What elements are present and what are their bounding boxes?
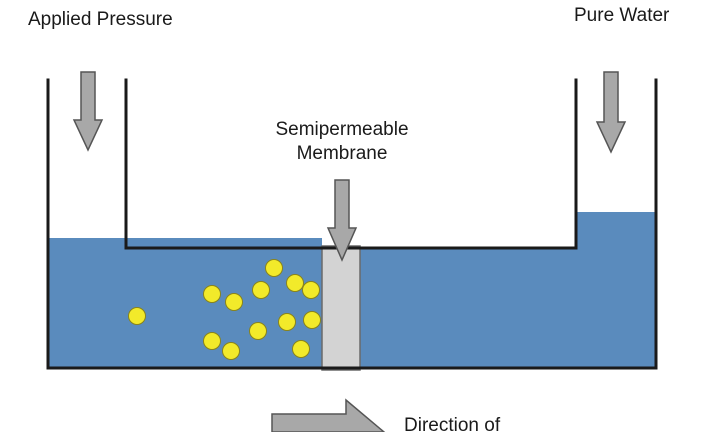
solute-particle (249, 322, 267, 340)
solute-particle (265, 259, 283, 277)
solute-particle (222, 342, 240, 360)
membrane-label-line2: Membrane (296, 143, 388, 164)
semipermeable-membrane (321, 245, 361, 371)
solute-particle (203, 332, 221, 350)
solute-particle (303, 311, 321, 329)
membrane-label: Semipermeable Membrane (262, 118, 422, 166)
solute-particle (286, 274, 304, 292)
pure-water-label: Pure Water (574, 5, 670, 26)
solute-particle (252, 281, 270, 299)
tank-outline (46, 78, 658, 370)
applied-pressure-arrow (72, 71, 104, 152)
applied-pressure-label: Applied Pressure (28, 9, 173, 30)
solute-particles (128, 259, 321, 360)
solute-particle (203, 285, 221, 303)
solute-particle (128, 307, 146, 325)
flow-direction-label: Direction of (404, 415, 501, 436)
pure-water-arrow (595, 71, 627, 154)
flow-direction-arrow (271, 398, 387, 433)
water-pure-column (576, 212, 656, 368)
solute-particle (278, 313, 296, 331)
solute-particle (225, 293, 243, 311)
membrane-label-line1: Semipermeable (275, 119, 409, 140)
solute-particle (302, 281, 320, 299)
membrane-arrow (326, 179, 358, 262)
solute-particle (292, 340, 310, 358)
